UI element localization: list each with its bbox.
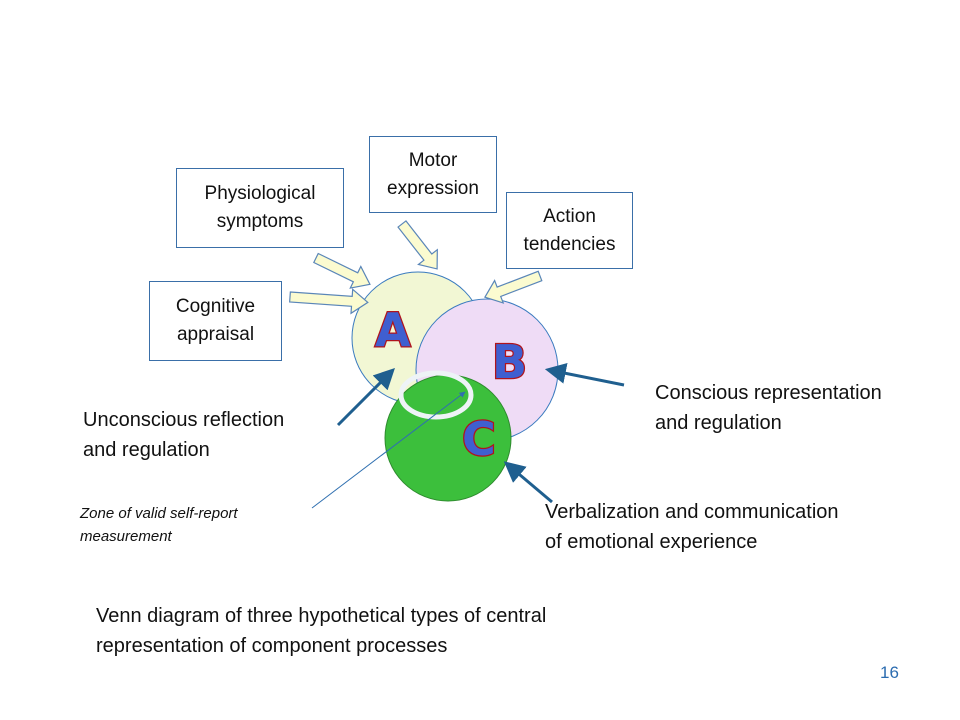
arrow-motor — [397, 220, 438, 270]
box-cognitive-line-2: appraisal — [176, 324, 255, 345]
arrow-action — [484, 270, 543, 304]
label-conscious-line-1: Conscious representation — [655, 382, 882, 404]
box-action-tendencies: Action tendencies — [506, 192, 633, 269]
box-motor-expression: Motor expression — [369, 136, 497, 213]
label-unconscious-line-2: and regulation — [83, 439, 210, 461]
caption-line-2: representation of component processes — [96, 635, 448, 657]
caption-line-1: Venn diagram of three hypothetical types… — [96, 605, 547, 627]
page-number: 16 — [880, 663, 899, 682]
label-unconscious-line-1: Unconscious reflection — [83, 409, 285, 431]
diagram-caption: Venn diagram of three hypothetical types… — [96, 601, 546, 661]
circle-c-letter: C — [462, 412, 496, 466]
box-physiological-line-1: Physiological — [204, 183, 316, 204]
box-motor-line-1: Motor — [408, 149, 458, 171]
label-verbalization-line-2: of emotional experience — [545, 531, 758, 553]
arrow-unconscious — [336, 368, 395, 427]
label-verbalization: Verbalization and communication of emoti… — [545, 497, 839, 557]
label-zone-self-report: Zone of valid self-report measurement — [80, 502, 238, 548]
label-conscious: Conscious representation and regulation — [655, 378, 882, 438]
box-motor-line-2: expression — [387, 177, 479, 199]
box-cognitive-appraisal: Cognitive appraisal — [149, 281, 282, 361]
circle-b-letter: B — [492, 335, 527, 389]
arrow-conscious — [544, 362, 625, 387]
circle-a-letter: A — [375, 303, 411, 357]
label-verbalization-line-1: Verbalization and communication — [545, 501, 839, 523]
label-conscious-line-2: and regulation — [655, 412, 782, 434]
arrow-verbalization — [503, 461, 553, 504]
self-report-zone-ring — [398, 370, 474, 420]
arrow-cognitive — [289, 288, 369, 315]
box-physiological-symptoms: Physiological symptoms — [176, 168, 344, 248]
label-zone-line-1: Zone of valid self-report — [80, 505, 238, 522]
box-physiological-line-2: symptoms — [216, 211, 304, 232]
arrow-zone — [311, 391, 466, 509]
label-zone-line-2: measurement — [80, 528, 172, 545]
arrow-physiological — [313, 252, 371, 289]
box-action-line-2: tendencies — [523, 233, 616, 255]
label-unconscious: Unconscious reflection and regulation — [83, 405, 284, 465]
box-action-line-1: Action — [543, 205, 596, 227]
box-cognitive-line-1: Cognitive — [175, 296, 256, 317]
